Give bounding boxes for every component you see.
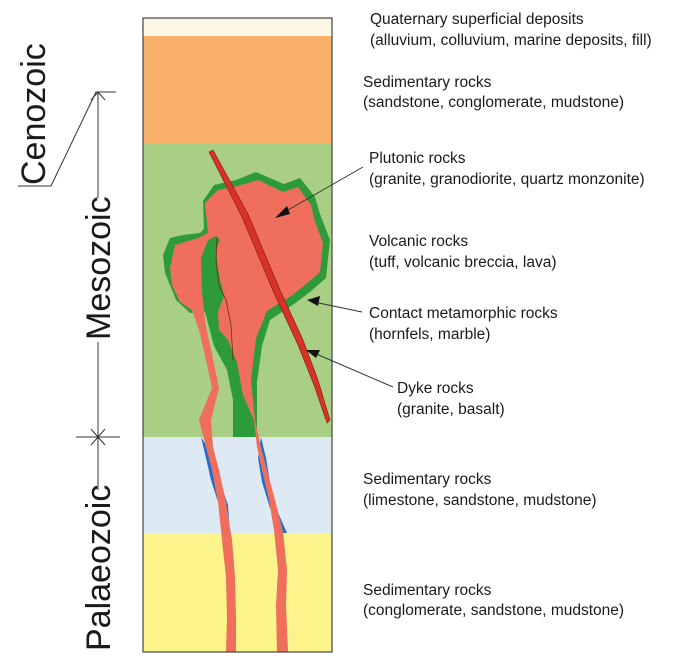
- layer-sedimentary-lower: [143, 533, 332, 652]
- legend-labels: Quaternary superficial deposits (alluviu…: [363, 11, 652, 619]
- label-plutonic-detail: (granite, granodiorite, quartz monzonite…: [369, 171, 645, 188]
- label-volcanic-detail: (tuff, volcanic breccia, lava): [369, 254, 557, 271]
- label-quaternary-detail: (alluvium, colluvium, marine deposits, f…: [370, 32, 652, 49]
- layer-sedimentary-upper: [143, 36, 332, 143]
- label-sed-lower-title: Sedimentary rocks: [363, 582, 492, 599]
- layer-quaternary: [143, 18, 332, 36]
- era-scale: Cenozoic Mesozoic Palaeozoic: [15, 43, 120, 651]
- label-volcanic-title: Volcanic rocks: [369, 233, 468, 250]
- label-contact-detail: (hornfels, marble): [369, 326, 490, 343]
- label-sed-middle-detail: (limestone, sandstone, mudstone): [363, 492, 596, 509]
- label-dyke-title: Dyke rocks: [397, 380, 474, 397]
- era-label-mesozoic: Mesozoic: [80, 196, 118, 340]
- era-label-cenozoic: Cenozoic: [15, 43, 53, 185]
- label-sed-upper-title: Sedimentary rocks: [363, 74, 492, 91]
- label-contact-title: Contact metamorphic rocks: [369, 305, 558, 322]
- layer-sedimentary-middle: [143, 437, 332, 533]
- label-quaternary-title: Quaternary superficial deposits: [370, 11, 584, 28]
- era-label-palaeozoic: Palaeozoic: [80, 485, 118, 651]
- label-sed-upper-detail: (sandstone, conglomerate, mudstone): [363, 94, 624, 111]
- label-dyke-detail: (granite, basalt): [397, 401, 505, 418]
- label-sed-middle-title: Sedimentary rocks: [363, 471, 492, 488]
- label-sed-lower-detail: (conglomerate, sandstone, mudstone): [363, 602, 624, 619]
- label-plutonic-title: Plutonic rocks: [369, 150, 466, 167]
